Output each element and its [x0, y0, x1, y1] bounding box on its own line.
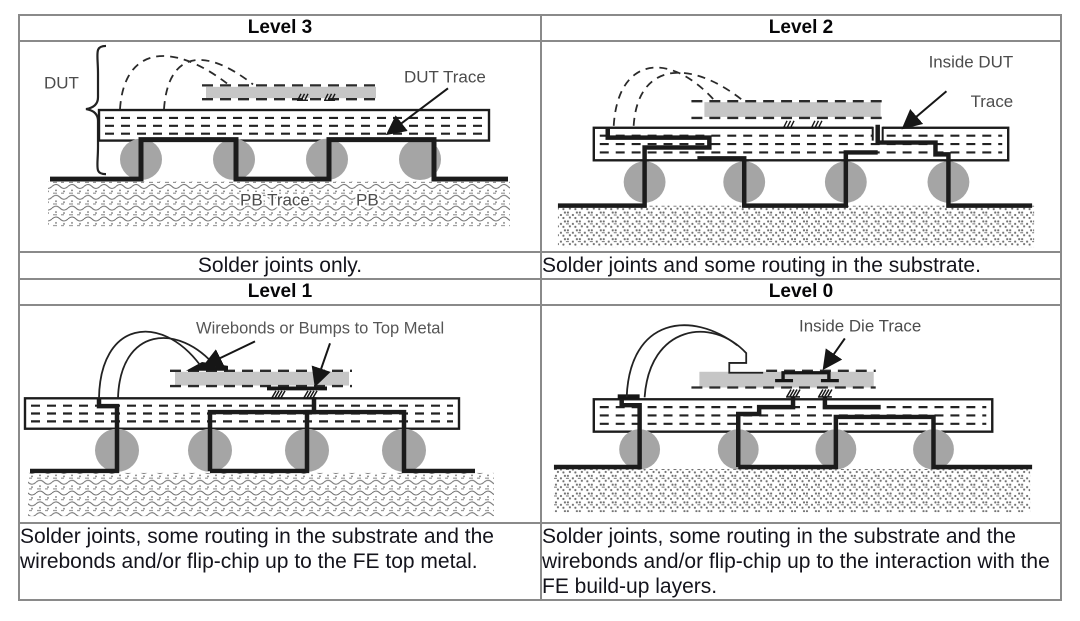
header-level-0: Level 0 — [540, 278, 1062, 306]
solder-balls — [95, 428, 426, 472]
header-level-3: Level 3 — [18, 14, 542, 42]
pcb-texture — [28, 472, 494, 517]
diagram-level-3: DUT — [18, 40, 542, 253]
inside-die-trace-line — [775, 371, 839, 383]
dut-trace-label: DUT Trace — [404, 68, 486, 87]
wirebond — [632, 71, 742, 126]
wirebond — [625, 324, 738, 398]
inside-dut-arrow — [901, 90, 948, 130]
diagram-level-1: Wirebonds or Bumps to Top Metal — [18, 304, 542, 524]
substrate-routing — [736, 396, 796, 468]
wirebond — [98, 330, 201, 399]
caption-level-1: Solder joints, some routing in the subst… — [18, 522, 542, 601]
pcb-texture — [557, 205, 1035, 248]
die — [175, 371, 349, 386]
solder-balls — [120, 138, 441, 181]
pcb-texture — [553, 468, 1031, 513]
diagram-level-2: Inside DUT Trace — [540, 40, 1062, 253]
dut-label: DUT — [44, 73, 79, 92]
substrate-routing — [738, 414, 1033, 470]
substrate-routing — [207, 397, 317, 471]
diagram-level-0: Inside Die Trace — [540, 304, 1062, 524]
dut-trace-arrow — [385, 87, 449, 136]
die-bumps — [810, 120, 823, 129]
level1-cross-section: Wirebonds or Bumps to Top Metal — [23, 320, 494, 517]
trace-label: Trace — [971, 92, 1014, 111]
dut-trace-line — [50, 137, 508, 182]
pcb-texture — [48, 181, 510, 227]
solder-balls — [619, 429, 954, 470]
wirebond — [117, 337, 217, 399]
flip-chip-bumps — [817, 388, 833, 398]
wirebond — [163, 59, 254, 110]
wirebond — [643, 330, 764, 398]
substrate-routing — [210, 409, 475, 474]
wirebond-arrow — [202, 340, 256, 367]
pb-label: PB — [356, 191, 379, 210]
caption-level-3: Solder joints only. — [18, 251, 542, 280]
level-comparison-table: Level 3 Level 2 DUT — [18, 14, 1062, 601]
die-outline — [691, 369, 876, 389]
inside-die-trace-arrow — [822, 337, 846, 371]
level3-cross-section: DUT — [44, 44, 510, 227]
inside-dut-label: Inside DUT — [929, 53, 1014, 72]
substrate-routing — [822, 396, 881, 410]
die-bumps — [782, 120, 795, 129]
slot-walls — [871, 126, 884, 141]
wirebond — [119, 55, 228, 110]
substrate-routing — [30, 398, 120, 474]
wirebonds-bumps-label: Wirebonds or Bumps to Top Metal — [196, 320, 444, 338]
substrate-routing — [553, 399, 642, 470]
pb-trace-label: PB Trace — [240, 191, 310, 210]
header-level-1: Level 1 — [18, 278, 542, 306]
level2-cross-section: Inside DUT Trace — [557, 53, 1035, 248]
header-level-2: Level 2 — [540, 14, 1062, 42]
die-outline — [691, 99, 883, 120]
flip-chip-bumps — [785, 388, 801, 398]
substrate-routing — [875, 124, 1033, 208]
caption-level-0: Solder joints, some routing in the subst… — [540, 522, 1062, 601]
wirebond — [612, 66, 714, 126]
dut-brace — [85, 44, 107, 176]
solder-balls — [623, 161, 970, 203]
substrate-routing — [697, 150, 878, 208]
substrate — [97, 108, 491, 142]
wirebond-foot — [186, 361, 228, 371]
die — [704, 102, 881, 117]
caption-level-2: Solder joints and some routing in the su… — [540, 251, 1062, 280]
die-outline — [202, 84, 382, 101]
bump-arrow — [311, 342, 331, 388]
level0-cross-section: Inside Die Trace — [553, 317, 1033, 513]
inside-die-trace-label: Inside Die Trace — [799, 317, 921, 336]
die — [206, 86, 376, 99]
substrate-routing — [557, 128, 712, 208]
wirebond-pad — [617, 394, 640, 400]
